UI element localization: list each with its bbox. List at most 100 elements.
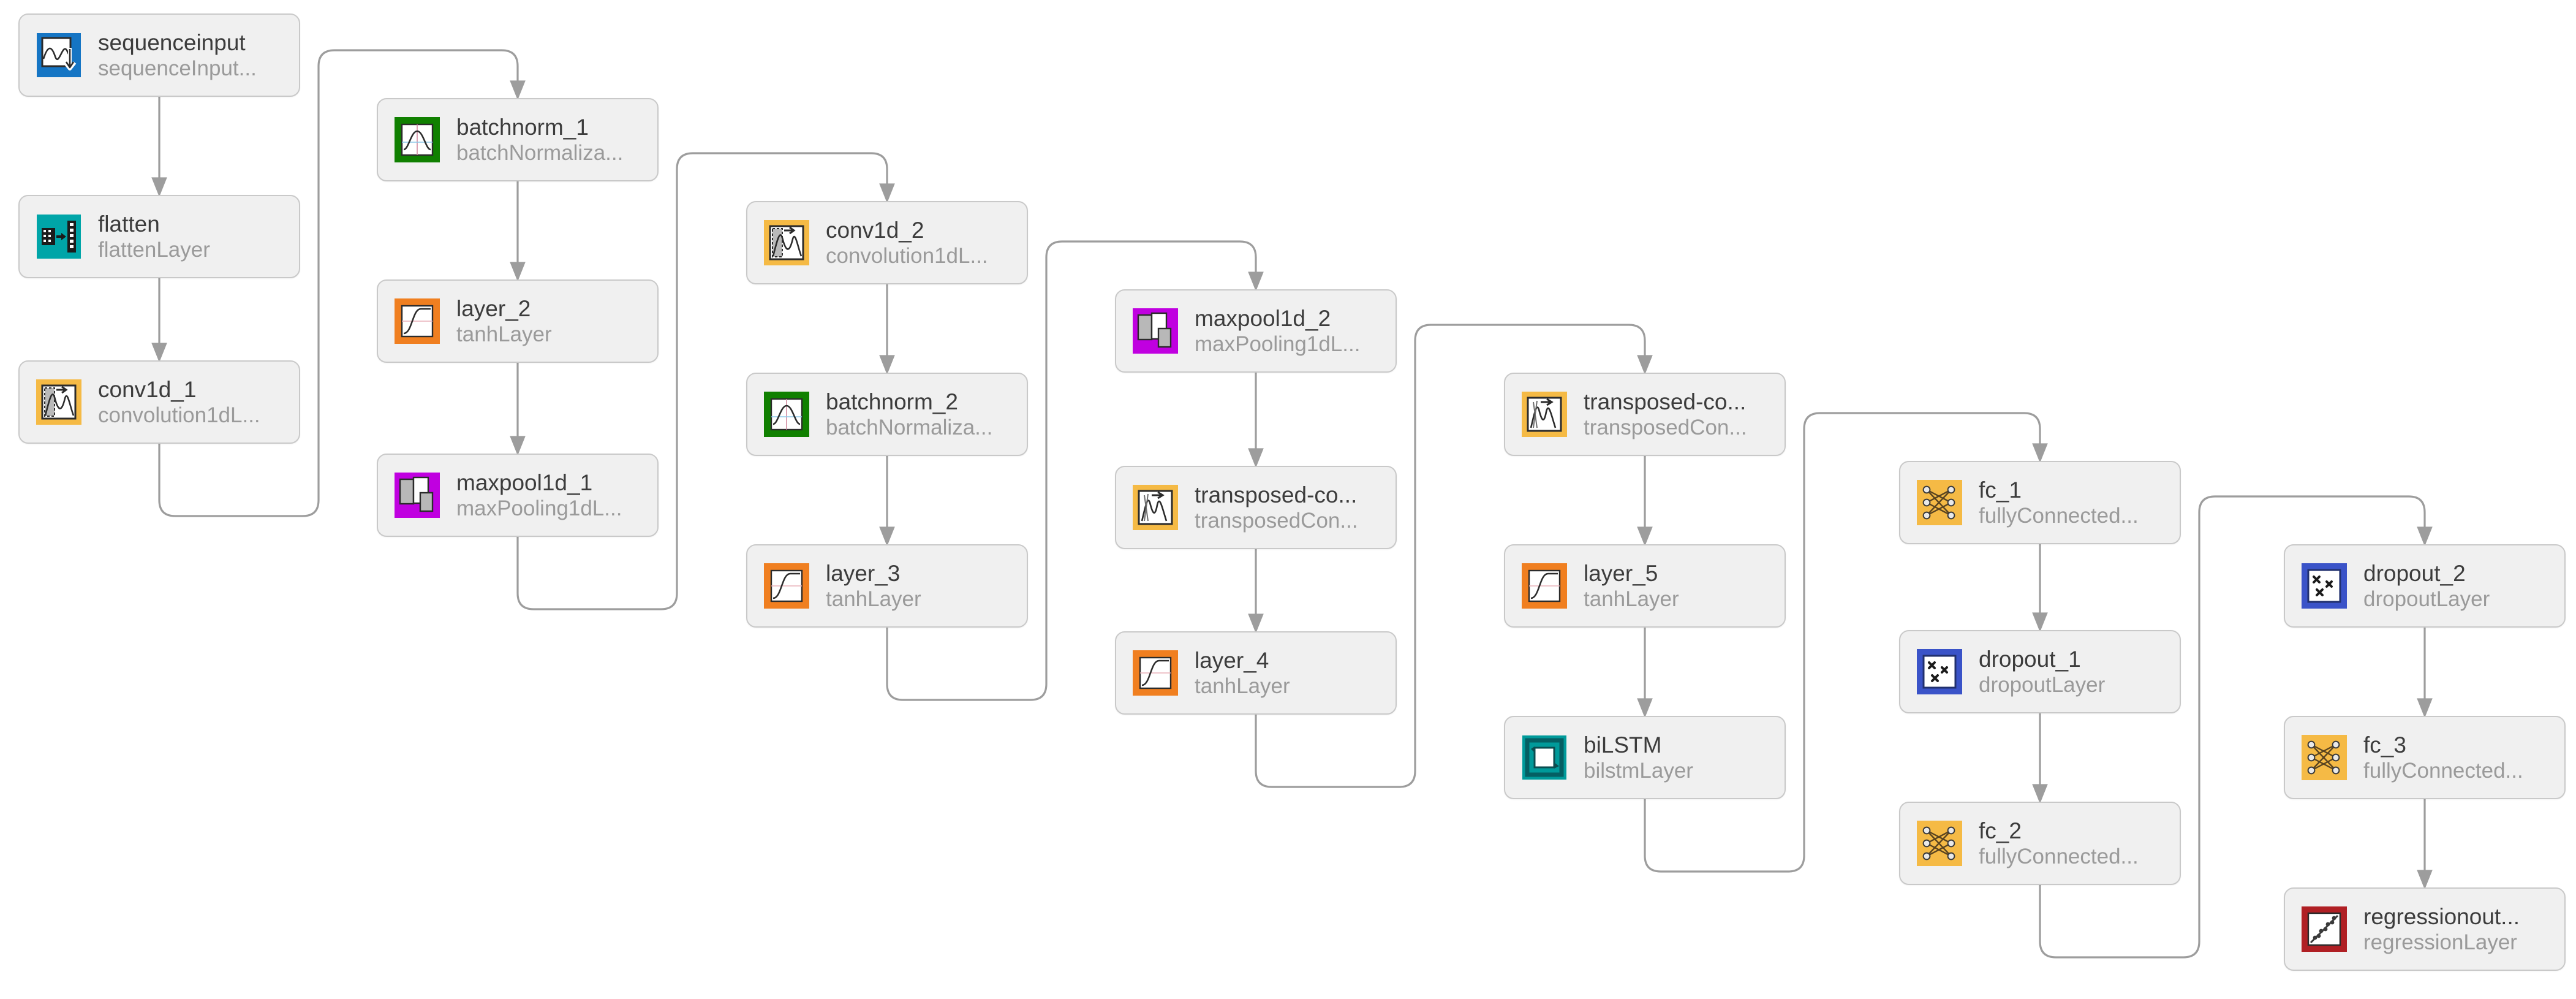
layer-node-transposed_2[interactable]: transposed-co...transposedCon...: [1504, 373, 1786, 456]
dropout-icon: [1914, 646, 1965, 697]
layer-node-name: batchnorm_1: [456, 114, 589, 140]
layer-node-type: sequenceInput...: [98, 56, 257, 81]
max-pooling-icon: [1130, 305, 1181, 357]
layer-node-name: fc_1: [1979, 477, 2022, 503]
layer-node-type: fullyConnected...: [1979, 845, 2139, 869]
batch-norm-icon: [761, 389, 812, 440]
regression-icon: [2298, 903, 2350, 955]
layer-node-type: transposedCon...: [1195, 509, 1358, 533]
layer-node-type: tanhLayer: [1584, 587, 1679, 612]
layer-node-name: layer_4: [1195, 647, 1269, 673]
layer-node-type: regressionLayer: [2363, 930, 2517, 955]
flatten-icon: [33, 211, 85, 262]
sequence-input-icon: [33, 29, 85, 81]
layer-node-name: dropout_1: [1979, 646, 2081, 672]
batch-norm-icon: [391, 114, 443, 165]
layer-node-name: batchnorm_2: [826, 389, 958, 414]
max-pooling-icon: [391, 469, 443, 521]
fully-connected-icon: [1914, 818, 1965, 869]
convolution-icon: [761, 217, 812, 268]
layer-node-name: fc_3: [2363, 732, 2406, 758]
tanh-icon: [1130, 647, 1181, 699]
layer-node-labels: regressionout...regressionLayer: [2363, 903, 2528, 955]
layer-node-name: fc_2: [1979, 818, 2022, 843]
layer-node-type: fullyConnected...: [1979, 504, 2139, 528]
layer-node-type: convolution1dL...: [98, 403, 260, 428]
layer-node-type: batchNormaliza...: [456, 141, 624, 165]
bilstm-icon: [1519, 732, 1570, 783]
convolution-icon: [33, 376, 85, 428]
layer-node-name: biLSTM: [1584, 732, 1662, 758]
layer-node-name: transposed-co...: [1195, 482, 1358, 507]
layer-node-type: tanhLayer: [826, 587, 921, 612]
tanh-icon: [1519, 560, 1570, 612]
layer-node-type: flattenLayer: [98, 238, 210, 262]
layer-node-name: layer_5: [1584, 560, 1658, 586]
fully-connected-icon: [1914, 477, 1965, 528]
layer-node-type: dropoutLayer: [1979, 673, 2106, 697]
tanh-icon: [761, 560, 812, 612]
layer-node-name: flatten: [98, 211, 160, 237]
layer-node-name: sequenceinput: [98, 29, 246, 55]
layer-node-name: conv1d_1: [98, 376, 197, 402]
layer-node-type: fullyConnected...: [2363, 759, 2523, 783]
layer-node-name: transposed-co...: [1584, 389, 1747, 414]
layer-node-type: bilstmLayer: [1584, 759, 1693, 783]
layer-node-type: maxPooling1dL...: [1195, 332, 1361, 357]
fully-connected-icon: [2298, 732, 2350, 783]
layer-node-type: batchNormaliza...: [826, 416, 993, 440]
layer-node-name: layer_3: [826, 560, 901, 586]
tanh-icon: [391, 295, 443, 347]
dropout-icon: [2298, 560, 2350, 612]
layer-node-type: tanhLayer: [456, 322, 552, 347]
layer-node-name: maxpool1d_1: [456, 469, 593, 495]
transposed-conv-icon: [1130, 482, 1181, 533]
layer-node-type: dropoutLayer: [2363, 587, 2490, 612]
layer-node-regressionout[interactable]: regressionout...regressionLayer: [2284, 887, 2566, 971]
layer-node-labels: transposed-co...transposedCon...: [1584, 389, 1756, 441]
layer-node-type: tanhLayer: [1195, 674, 1290, 699]
layer-node-name: maxpool1d_2: [1195, 305, 1331, 331]
layer-node-type: convolution1dL...: [826, 244, 988, 268]
transposed-conv-icon: [1519, 389, 1570, 440]
layer-node-name: dropout_2: [2363, 560, 2466, 586]
layer-node-name: conv1d_2: [826, 217, 924, 243]
layer-node-transposed_1[interactable]: transposed-co...transposedCon...: [1115, 466, 1397, 549]
layer-node-type: maxPooling1dL...: [456, 496, 622, 521]
layer-node-labels: transposed-co...transposedCon...: [1195, 482, 1367, 534]
